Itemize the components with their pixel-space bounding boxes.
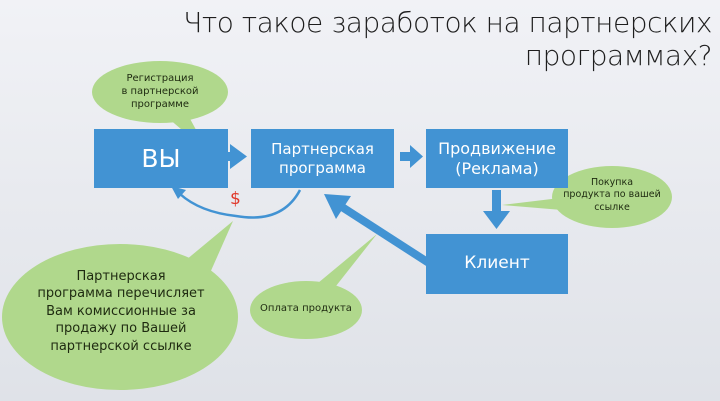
bubble-line: Вам комиссионные за [46,303,196,319]
curved-arrow-program-to-you-icon [171,186,302,219]
bubble-purchase [502,166,672,228]
box-client-label: Клиент [464,253,530,274]
box-you-label: ВЫ [141,143,181,173]
bubble-payment [250,234,377,339]
bubble-line: Регистрация [126,73,194,84]
bubble-payment-text: Оплата продукта [250,302,362,315]
arrow-promo-to-client-icon [483,190,510,229]
bubble-commission [2,221,238,390]
slide-title: Что такое заработок на партнерских прогр… [183,6,712,72]
box-promo-line: Продвижение [438,138,556,158]
bubble-line: Оплата продукта [260,303,352,314]
bubble-line: партнерской ссылке [50,338,192,354]
arrow-client-to-program-icon [324,194,435,269]
box-program-line: Партнерская [271,139,374,158]
box-client: Клиент [426,234,568,294]
bubble-line: Покупка [590,177,634,188]
box-promo-line: (Реклама) [455,158,539,178]
bubble-line: программе [131,99,189,110]
box-promotion: Продвижение (Реклама) [426,129,568,188]
box-program-line: программа [279,158,366,177]
bubble-line: в партнерской [121,86,199,97]
bubble-purchase-text: Покупка продукта по вашей ссылке [558,177,666,214]
bubble-commission-text: Партнерская программа перечисляет Вам ко… [16,268,226,355]
bubble-line: Партнерская [76,269,166,284]
box-you: ВЫ [94,129,228,188]
bubble-registration-text: Регистрация в партнерской программе [105,72,215,111]
bubble-line: ссылке [594,201,630,213]
arrow-program-to-promo-icon [400,145,423,168]
dollar-icon: $ [230,189,241,209]
box-partner-program: Партнерская программа [251,129,394,188]
bubble-line: программа перечисляет [37,286,205,302]
bubble-line: продажу по Вашей [55,321,187,337]
bubble-line: продукта по вашей [563,189,661,201]
